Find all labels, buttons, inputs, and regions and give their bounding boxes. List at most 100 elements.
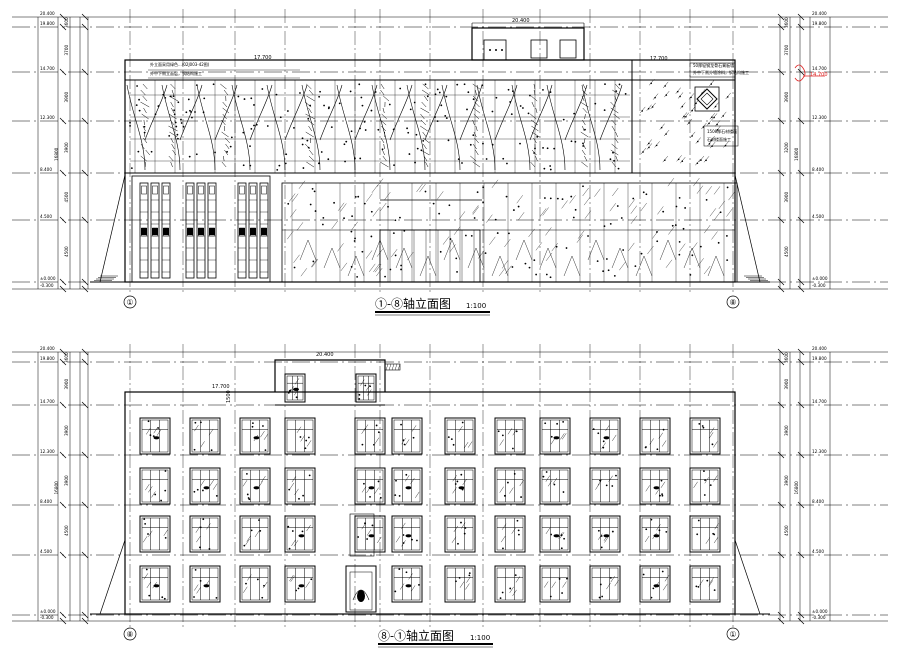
- glass-dot: [129, 121, 131, 124]
- glass-dot: [252, 422, 254, 424]
- window-r1-c10: [639, 467, 671, 505]
- glass-hatch: [728, 192, 735, 201]
- window-frame: [494, 417, 526, 455]
- window-r3-c3: [284, 565, 316, 603]
- glass-hatch: [612, 187, 619, 197]
- window-r2-c3: [284, 515, 316, 553]
- glass-dot: [374, 91, 377, 93]
- glass-hatch: [640, 202, 647, 212]
- glass-reflection: [699, 579, 704, 586]
- glass-dot: [395, 479, 397, 482]
- svg-text:外立面采用绿色...(02J003-42图): 外立面采用绿色...(02J003-42图): [150, 61, 210, 67]
- tree-hatch: [580, 131, 589, 138]
- window-r0-c1: [189, 417, 221, 455]
- level-text-right: -0.300: [812, 283, 826, 288]
- dim-tick: [59, 451, 67, 459]
- glass-dot: [499, 597, 502, 600]
- glass-dot: [515, 430, 518, 433]
- dim-tick: [777, 13, 785, 21]
- glass-dot: [652, 587, 655, 590]
- glass-hatch: [709, 208, 717, 217]
- window-frame: [391, 467, 423, 505]
- tree-hatch: [383, 143, 385, 150]
- glass-dot: [354, 196, 357, 198]
- glass-reflection: [558, 532, 563, 539]
- penthouse: [471, 27, 585, 61]
- reflection: [635, 255, 653, 277]
- glass-dot: [566, 577, 568, 580]
- glass-dot: [696, 140, 699, 143]
- window-frame: [639, 515, 671, 553]
- dim-tick: [777, 501, 785, 509]
- red-level-mark: 14.700: [810, 72, 828, 78]
- window-inner: [241, 419, 269, 453]
- glass-dot: [195, 84, 198, 86]
- glass-dot: [400, 423, 402, 426]
- glass-dot: [665, 94, 668, 96]
- glass-reflection: [693, 481, 698, 488]
- glass-hatch: [582, 187, 589, 197]
- glass-dot: [193, 448, 196, 451]
- glass-dot: [611, 485, 614, 487]
- window-r1-c9: [589, 467, 621, 505]
- glass-dot: [562, 118, 565, 121]
- level-text-left: 19.800: [40, 21, 55, 26]
- glass-dot: [415, 133, 418, 136]
- window-frame: [189, 515, 221, 553]
- glass-dot: [407, 131, 410, 134]
- glass-reflection: [499, 486, 504, 493]
- glass-hatch: [676, 155, 682, 162]
- glass-dot: [369, 385, 372, 388]
- glass-blot: [653, 486, 660, 490]
- glass-dot: [599, 583, 602, 586]
- ramp-left: [99, 539, 126, 615]
- glass-dot: [464, 234, 467, 237]
- glass-reflection: [145, 484, 150, 491]
- glass-dot: [705, 159, 707, 162]
- window-inner: [286, 419, 314, 453]
- tall-window: [196, 182, 206, 279]
- glass-dot: [359, 157, 362, 160]
- glass-reflection: [289, 574, 294, 582]
- glass-hatch: [376, 178, 384, 187]
- glass-dot: [549, 276, 552, 279]
- dim-tick: [81, 278, 89, 286]
- window-r2-c6: [444, 515, 476, 553]
- glass-dot: [360, 96, 363, 99]
- glass-dot: [536, 135, 539, 138]
- glass-dot: [481, 84, 484, 87]
- glass-dot: [620, 217, 623, 219]
- window-r1-c8: [539, 467, 571, 505]
- dim-total-right: 16800: [794, 147, 799, 161]
- window-r2-c2: [239, 515, 271, 553]
- glass-dot: [284, 162, 287, 165]
- window-frame: [239, 417, 271, 455]
- glass-reflection: [710, 427, 715, 434]
- glass-reflection: [466, 576, 471, 583]
- glass-dot: [214, 151, 216, 154]
- dim-text-right: 3900: [784, 425, 789, 436]
- revision-mark: [794, 64, 806, 82]
- tree-hatch: [581, 161, 588, 168]
- dim-tick: [59, 117, 67, 125]
- tree-hatch: [308, 125, 313, 132]
- glass-dot: [716, 123, 718, 126]
- glass-dot: [496, 232, 499, 234]
- glass-dot: [587, 235, 589, 237]
- glass-dot: [202, 489, 204, 492]
- glass-dot: [661, 493, 664, 496]
- glass-blot: [553, 436, 560, 440]
- window-frame: [539, 467, 571, 505]
- level-text-left: -0.300: [40, 615, 54, 620]
- dim-tick: [81, 451, 89, 459]
- glass-blot: [203, 584, 210, 588]
- glass-dot: [570, 195, 573, 198]
- glass-dot: [713, 116, 715, 119]
- penthouse-window: [355, 373, 377, 403]
- window-frame: [494, 515, 526, 553]
- svg-text:⑧: ⑧: [126, 630, 133, 639]
- glass-dot: [662, 428, 665, 431]
- glass-dot: [314, 210, 317, 212]
- glass-dot: [398, 568, 401, 570]
- glass-dot: [369, 495, 371, 498]
